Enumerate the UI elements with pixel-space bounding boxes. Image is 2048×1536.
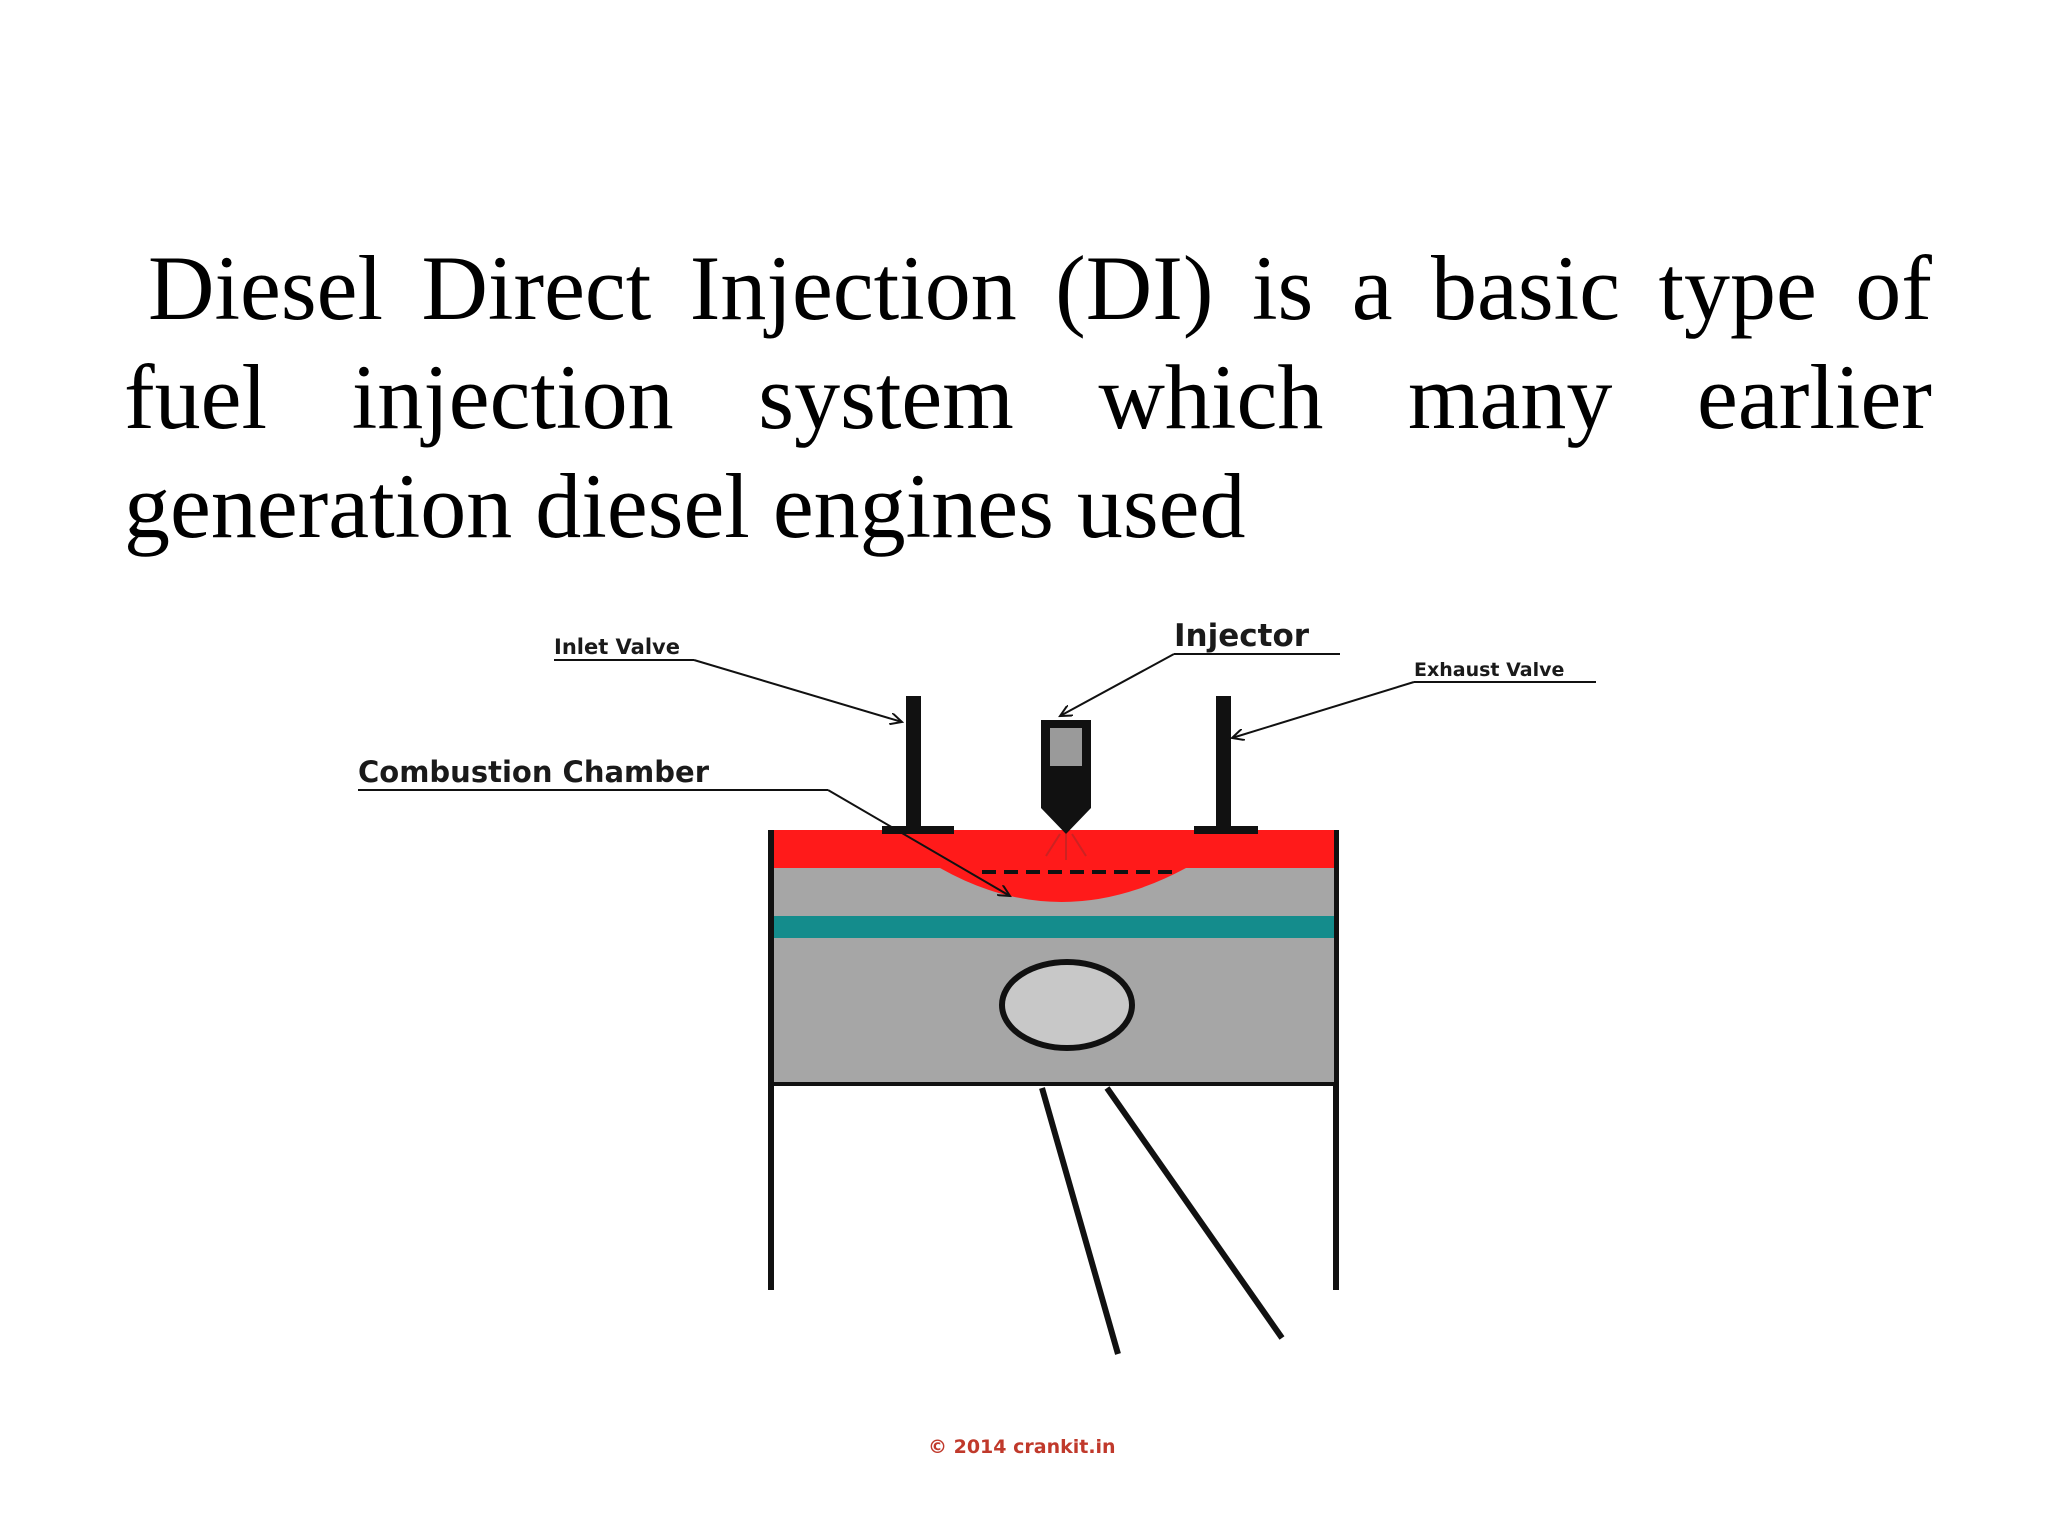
- word: Diesel: [148, 237, 384, 339]
- paragraph-line-3: generation diesel engines used: [124, 455, 1246, 557]
- injector-label: Injector: [1174, 618, 1310, 654]
- combustion-chamber-arrow: [827, 789, 1010, 896]
- combustion-chamber-label: Combustion Chamber: [358, 755, 710, 789]
- piston-ring: [774, 916, 1334, 938]
- inlet-valve-label: Inlet Valve: [554, 635, 680, 659]
- exhaust-valve-label: Exhaust Valve: [1414, 659, 1564, 681]
- paragraph-line-1: Diesel Direct Injection (DI) is a basic …: [124, 234, 1932, 343]
- inlet-valve-arrow: [693, 659, 902, 722]
- exhaust-valve: [1216, 696, 1231, 832]
- injector-nozzle: [1041, 808, 1091, 834]
- fuel-spray-left: [1045, 833, 1061, 857]
- connecting-rod-right: [1104, 1086, 1285, 1340]
- inlet-valve-seat: [882, 826, 954, 834]
- word: injection: [351, 346, 674, 448]
- injector-window: [1050, 728, 1082, 766]
- word: is: [1251, 237, 1314, 339]
- inlet-valve: [906, 696, 921, 834]
- fuel-spray-right: [1071, 833, 1087, 857]
- word: many: [1407, 346, 1613, 448]
- exhaust-valve-arrow: [1232, 681, 1415, 738]
- paragraph-line-2: fuel injection system which many earlier: [124, 343, 1932, 452]
- word: basic: [1431, 237, 1621, 339]
- piston-pin: [999, 959, 1135, 1051]
- word: Injection: [689, 237, 1017, 339]
- copyright-text: © 2014 crankit.in: [928, 1436, 1116, 1458]
- word: Direct: [421, 237, 652, 339]
- word: earlier: [1697, 346, 1932, 448]
- combustion-layer: [774, 830, 1334, 868]
- word: a: [1351, 237, 1393, 339]
- connecting-rod-left: [1039, 1087, 1121, 1355]
- word: type: [1658, 237, 1817, 339]
- word: which: [1098, 346, 1324, 448]
- exhaust-valve-seat: [1194, 826, 1258, 834]
- word: fuel: [124, 346, 268, 448]
- word: (DI): [1055, 237, 1214, 339]
- slide-paragraph: Diesel Direct Injection (DI) is a basic …: [124, 234, 1932, 561]
- word: of: [1855, 237, 1932, 339]
- word: system: [758, 346, 1014, 448]
- injector-arrow: [1060, 653, 1175, 716]
